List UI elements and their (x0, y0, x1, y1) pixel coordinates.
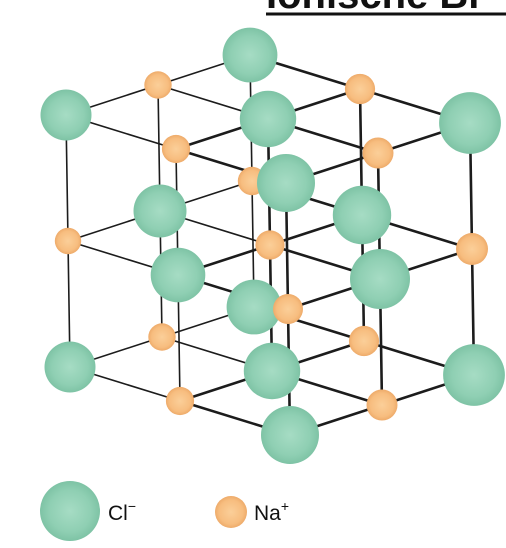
chloride-ion (40, 89, 92, 141)
sodium-ion (348, 325, 380, 357)
chloride-ion (439, 92, 501, 154)
legend-chloride-ion (40, 481, 100, 541)
sodium-ion (273, 294, 303, 324)
sodium-ion (456, 233, 488, 265)
chloride-ion (133, 184, 187, 238)
legend-sodium-ion (215, 496, 247, 528)
sodium-ion (362, 137, 394, 169)
chloride-ion (44, 341, 96, 393)
chloride-ion (257, 154, 315, 212)
legend-chloride-label: Cl− (108, 498, 136, 525)
sodium-ion (165, 386, 195, 416)
lattice-ions (40, 27, 505, 464)
sodium-ion (366, 389, 398, 421)
chloride-ion (443, 344, 505, 406)
sodium-ion (54, 227, 82, 255)
chloride-ion (222, 27, 278, 83)
sodium-ion (148, 323, 176, 351)
chloride-ion (226, 279, 282, 335)
chloride-ion (350, 249, 410, 309)
sodium-ion (144, 71, 172, 99)
chloride-ion (150, 247, 206, 303)
legend-sodium-label: Na+ (254, 498, 289, 525)
chloride-ion (243, 342, 301, 400)
sodium-ion (161, 134, 191, 164)
sodium-ion (255, 230, 285, 260)
chloride-ion (332, 185, 392, 245)
sodium-ion (344, 73, 376, 105)
chloride-ion (239, 90, 297, 148)
chloride-ion (261, 406, 319, 464)
legend: Cl− Na+ (40, 481, 289, 541)
